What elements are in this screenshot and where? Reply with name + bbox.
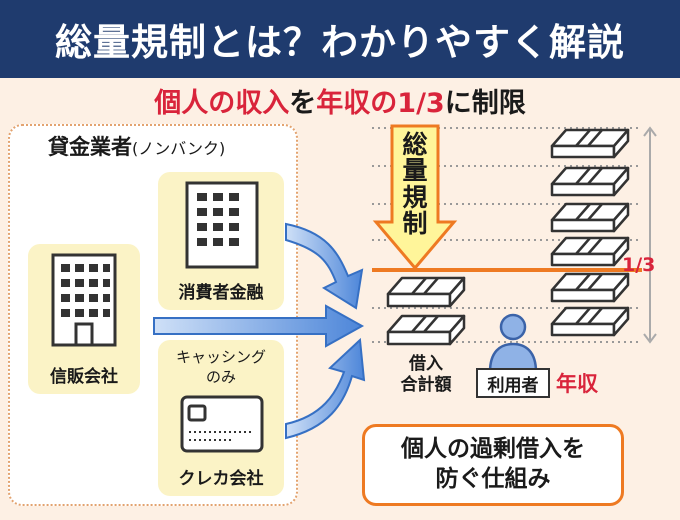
arrow-char-3: 規 bbox=[402, 182, 428, 212]
user-icon bbox=[488, 313, 538, 374]
subtitle-particle: を bbox=[289, 87, 317, 119]
arrow-char-2: 量 bbox=[402, 156, 428, 186]
consumer-building-icon bbox=[185, 181, 259, 269]
page-title: 総量規制とは？わかりやすく解説 bbox=[0, 0, 680, 78]
shinpan-building-icon bbox=[51, 253, 117, 347]
credit-card-icon bbox=[180, 395, 264, 453]
regulation-arrow-text: 総 量 規 制 bbox=[392, 130, 438, 238]
cashing-label: キャッシング bbox=[175, 348, 266, 366]
borrow-line1: 借入 bbox=[409, 354, 443, 374]
income-label: 年収 bbox=[556, 372, 598, 396]
flow-arrows bbox=[153, 222, 366, 440]
consumer-label: 消費者金融 bbox=[178, 283, 264, 303]
borrow-line2: 合計額 bbox=[400, 375, 452, 396]
cashing-only-label: のみ bbox=[205, 368, 236, 386]
summary-callout: 個人の過剰借入を 防ぐ仕組み bbox=[362, 424, 624, 506]
regulation-arrow-icon bbox=[372, 124, 458, 271]
subtitle-limit: に制限 bbox=[444, 87, 526, 119]
credit-label: クレカ会社 bbox=[178, 469, 264, 489]
borrow-total-label: 借入 合計額 bbox=[380, 354, 472, 397]
fraction-label: 1/3 bbox=[622, 254, 656, 276]
arrow-char-1: 総 bbox=[402, 130, 428, 159]
guide-lines bbox=[372, 126, 657, 344]
borrowed-money-icon bbox=[386, 276, 466, 346]
lender-heading-text: 貸金業者 bbox=[48, 135, 132, 159]
arrow-shinpan bbox=[153, 304, 365, 348]
callout-line1: 個人の過剰借入を bbox=[401, 436, 585, 463]
lender-heading: 貸金業者(ノンバンク) bbox=[48, 131, 225, 161]
arrow-consumer bbox=[285, 222, 364, 310]
user-label: 利用者 bbox=[476, 368, 550, 398]
callout-line2: 防ぐ仕組み bbox=[435, 466, 551, 492]
subtitle-third: 年収の1/3 bbox=[316, 87, 445, 119]
shinpan-label: 信販会社 bbox=[50, 367, 118, 387]
arrow-credit bbox=[285, 337, 366, 440]
page-title-text: 総量規制とは？わかりやすく解説 bbox=[55, 21, 625, 64]
subtitle-income: 個人の収入 bbox=[154, 87, 290, 119]
income-money-icon bbox=[550, 128, 630, 337]
lender-heading-note: (ノンバンク) bbox=[132, 139, 226, 158]
subtitle: 個人の収入 を 年収の1/3 に制限 bbox=[0, 78, 680, 122]
arrow-char-4: 制 bbox=[402, 208, 428, 238]
